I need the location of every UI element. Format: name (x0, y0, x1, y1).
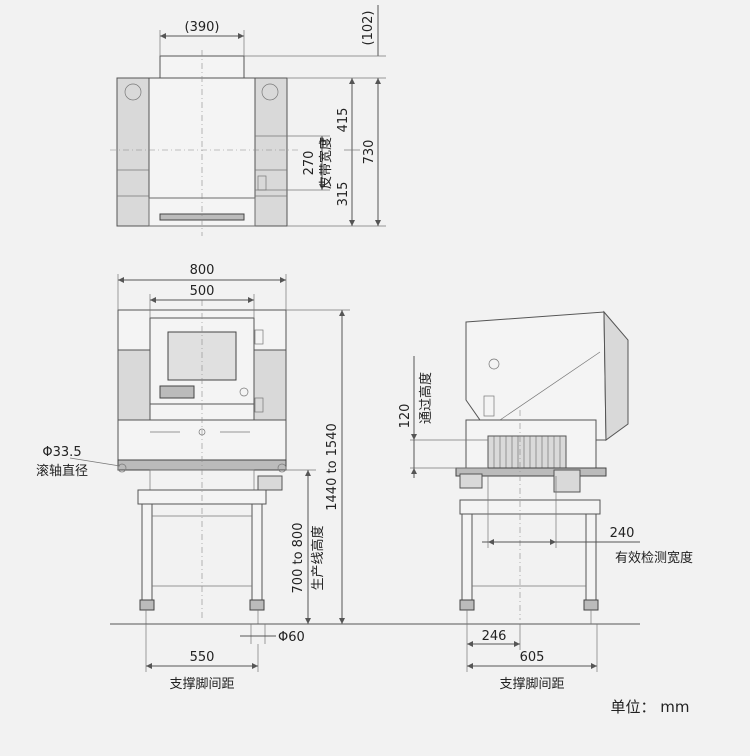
top-offset-102: (102) (361, 11, 376, 46)
top-view-left-panel (116, 77, 150, 227)
top-view-left-circle (124, 83, 142, 101)
front-view: 800 500 Φ33.5 滚轴直径 1440 to 1540 700 to 8… (36, 263, 640, 692)
top-dim-270: 270 (302, 151, 317, 176)
foot-diameter: Φ60 (278, 630, 305, 645)
top-dim-315: 315 (336, 182, 351, 207)
top-width-390: (390) (185, 20, 220, 35)
top-dim-730: 730 (362, 140, 377, 165)
side-foot-span: 605 (520, 650, 545, 665)
side-view: 120 通过高度 240 有效检测宽度 246 605 支撑脚间距 (398, 310, 693, 692)
top-view-right-panel (254, 77, 288, 227)
unit-label: 单位： mm (611, 698, 690, 716)
side-stand-top (459, 499, 601, 515)
total-height-range: 1440 to 1540 (325, 423, 340, 510)
side-curtain (487, 435, 567, 469)
top-dim-415: 415 (336, 108, 351, 133)
side-dim-246: 246 (482, 629, 507, 644)
belt-width-label: 皮带宽度 (318, 137, 334, 189)
roller-diameter-label: 滚轴直径 (36, 463, 88, 479)
front-width-800: 800 (190, 263, 215, 278)
detect-width: 240 (610, 526, 635, 541)
roller (117, 463, 127, 473)
side-belt (455, 467, 607, 477)
front-width-500: 500 (190, 284, 215, 299)
pass-height: 120 (398, 404, 413, 429)
side-foot-span-label: 支撑脚间距 (499, 676, 564, 692)
detect-width-label: 有效检测宽度 (615, 550, 693, 566)
roller-diameter: Φ33.5 (42, 445, 81, 460)
front-foot-span-label: 支撑脚间距 (169, 676, 234, 692)
line-height-range: 700 to 800 (291, 523, 306, 594)
line-height-label: 生产线高度 (310, 525, 326, 590)
pass-height-label: 通过高度 (418, 372, 434, 424)
top-view-right-circle (261, 83, 279, 101)
front-foot-span: 550 (190, 650, 215, 665)
top-view: (390) (102) 730 415 315 270 皮带宽度 (110, 5, 386, 236)
